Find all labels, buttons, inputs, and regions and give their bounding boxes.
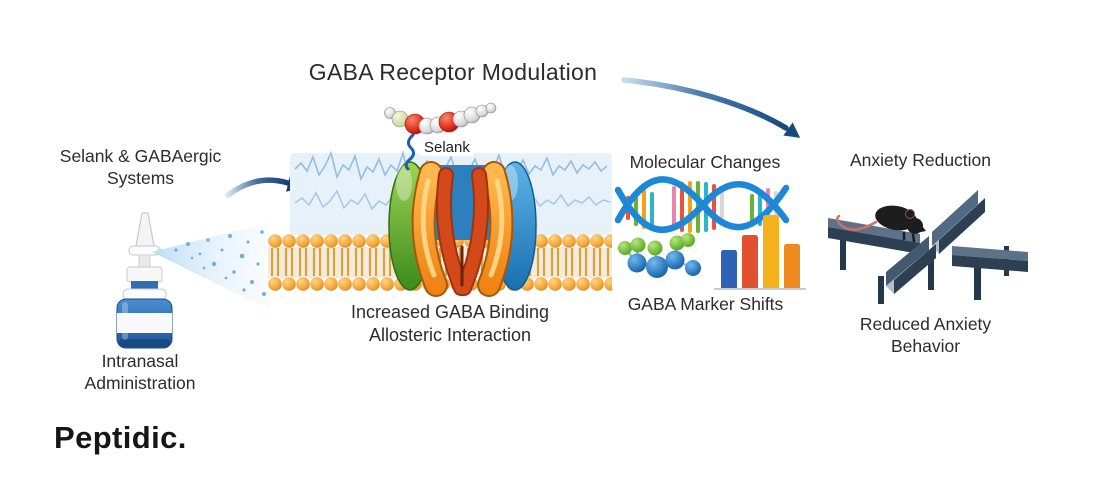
bar-orange <box>783 244 800 288</box>
stage-intro-heading: Selank & GABAergic Systems <box>59 146 222 189</box>
bar-blue <box>720 250 737 288</box>
bar-yellow <box>762 215 779 288</box>
nasal-spray-icon <box>116 212 173 349</box>
page-title: GABA Receptor Modulation <box>308 59 598 85</box>
molecule-cluster-icon <box>618 233 701 278</box>
selank-label: Selank <box>420 139 474 156</box>
bar-red <box>741 235 758 288</box>
selank-molecule-icon <box>384 102 497 135</box>
stage-intro-caption: Intranasal Administration <box>84 351 196 394</box>
elevated-plus-maze-icon <box>828 190 1028 304</box>
mouse-icon <box>836 205 926 243</box>
stage-receptor-caption: Increased GABA Binding Allosteric Intera… <box>350 302 550 346</box>
stage-behavior-heading: Anxiety Reduction <box>849 150 992 170</box>
curved-arrow-icon <box>621 77 801 138</box>
brand-logo: Peptidic. <box>54 420 187 455</box>
stage-molecular-caption: GABA Marker Shifts <box>627 294 784 314</box>
spray-mist-icon <box>152 222 270 310</box>
bar-chart-icon <box>714 212 806 290</box>
stage-behavior-caption: Reduced Anxiety Behavior <box>859 314 992 357</box>
stage-molecular-heading: Molecular Changes <box>629 152 781 172</box>
gaba-receptor-illustration <box>268 102 612 297</box>
